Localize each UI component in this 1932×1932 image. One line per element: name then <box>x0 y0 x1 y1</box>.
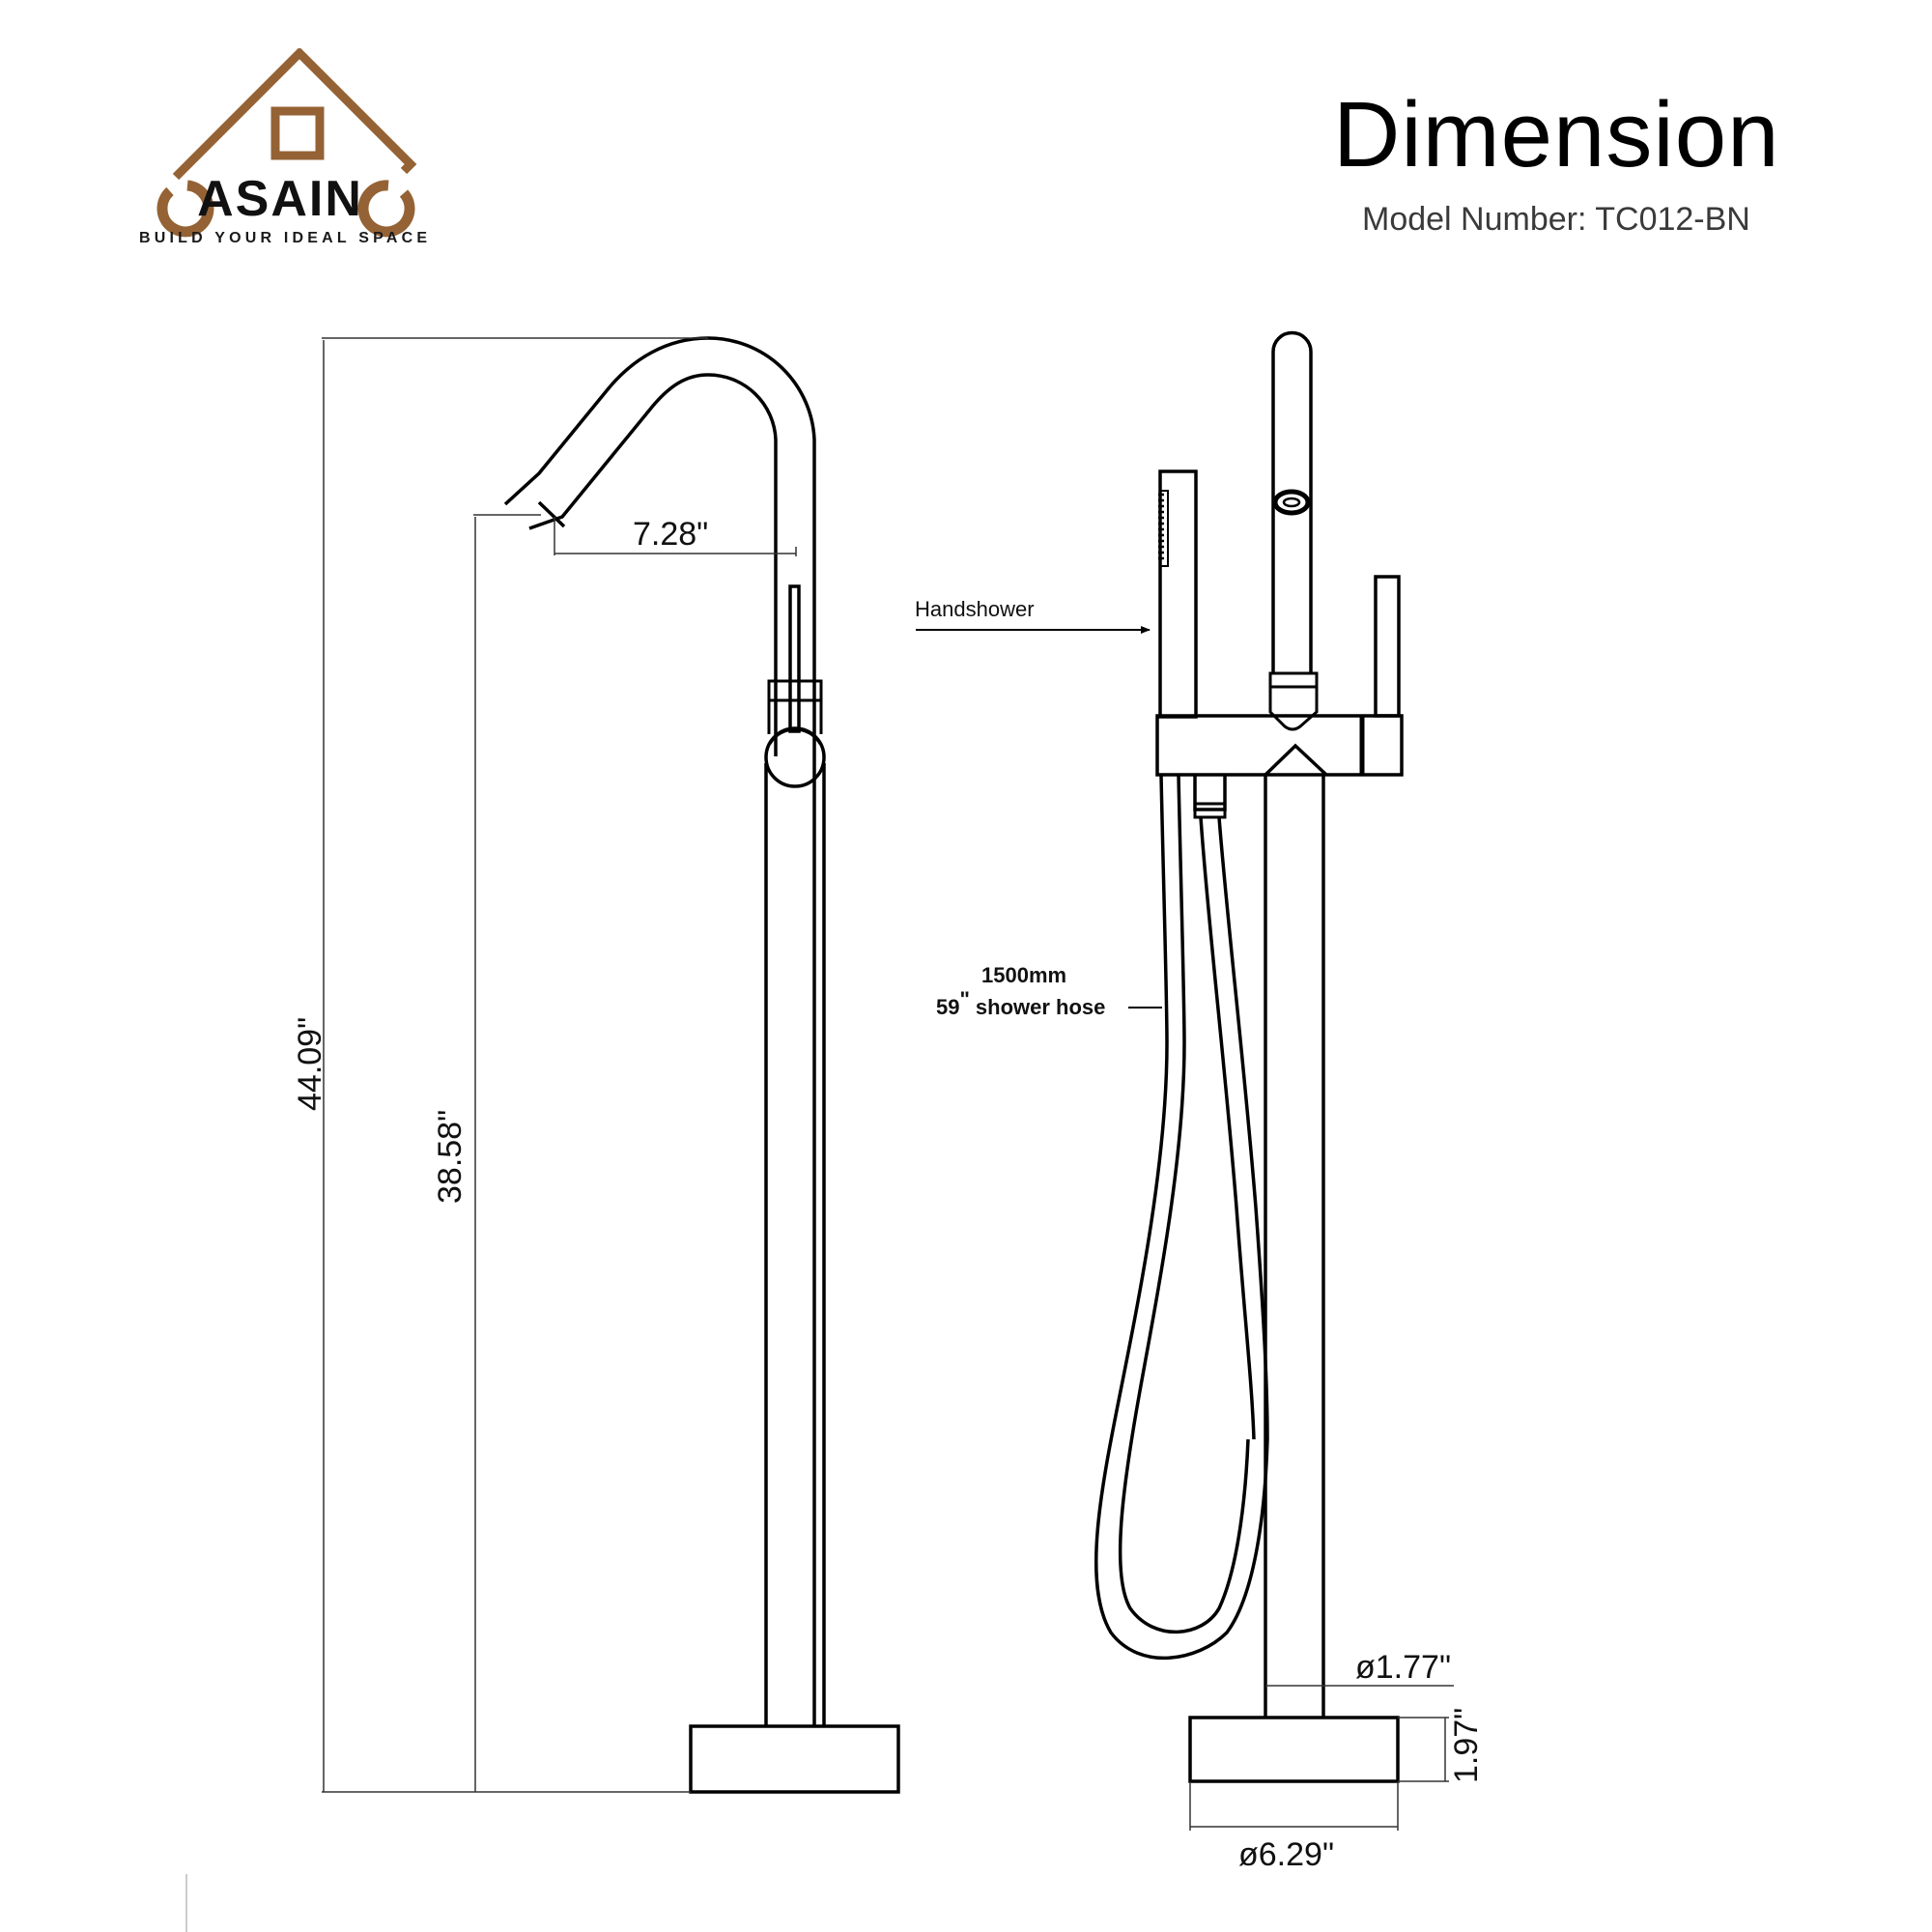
base-height-label: 1.97" <box>1448 1708 1485 1783</box>
brand-logo: ASAIN BUILD YOUR IDEAL SPACE <box>135 48 427 251</box>
page-title: Dimension <box>1333 83 1780 186</box>
brand-tagline: BUILD YOUR IDEAL SPACE <box>139 230 432 246</box>
house-roof-icon <box>156 48 417 238</box>
column-diameter-label: ø1.77" <box>1355 1649 1451 1686</box>
handshower-label: Handshower <box>915 597 1035 621</box>
side-view-dimensions <box>322 337 797 1793</box>
base-diameter-label: ø6.29" <box>1238 1836 1334 1873</box>
spout-reach-label: 7.28" <box>633 516 708 553</box>
side-view-faucet <box>503 336 900 1794</box>
overall-height-label: 44.09" <box>292 1017 328 1111</box>
hose-length-mm-label: 1500mm <box>981 963 1066 987</box>
handshower-spray-nozzles <box>1158 493 1164 560</box>
front-view-dimensions <box>916 626 1454 1831</box>
brand-name: ASAIN <box>197 171 363 227</box>
spout-height-label: 38.58" <box>432 1110 469 1204</box>
front-view-faucet <box>1094 330 1404 1783</box>
hose-length-in-label: 59"shower hose <box>936 987 1105 1019</box>
model-number: Model Number: TC012-BN <box>1362 201 1750 238</box>
